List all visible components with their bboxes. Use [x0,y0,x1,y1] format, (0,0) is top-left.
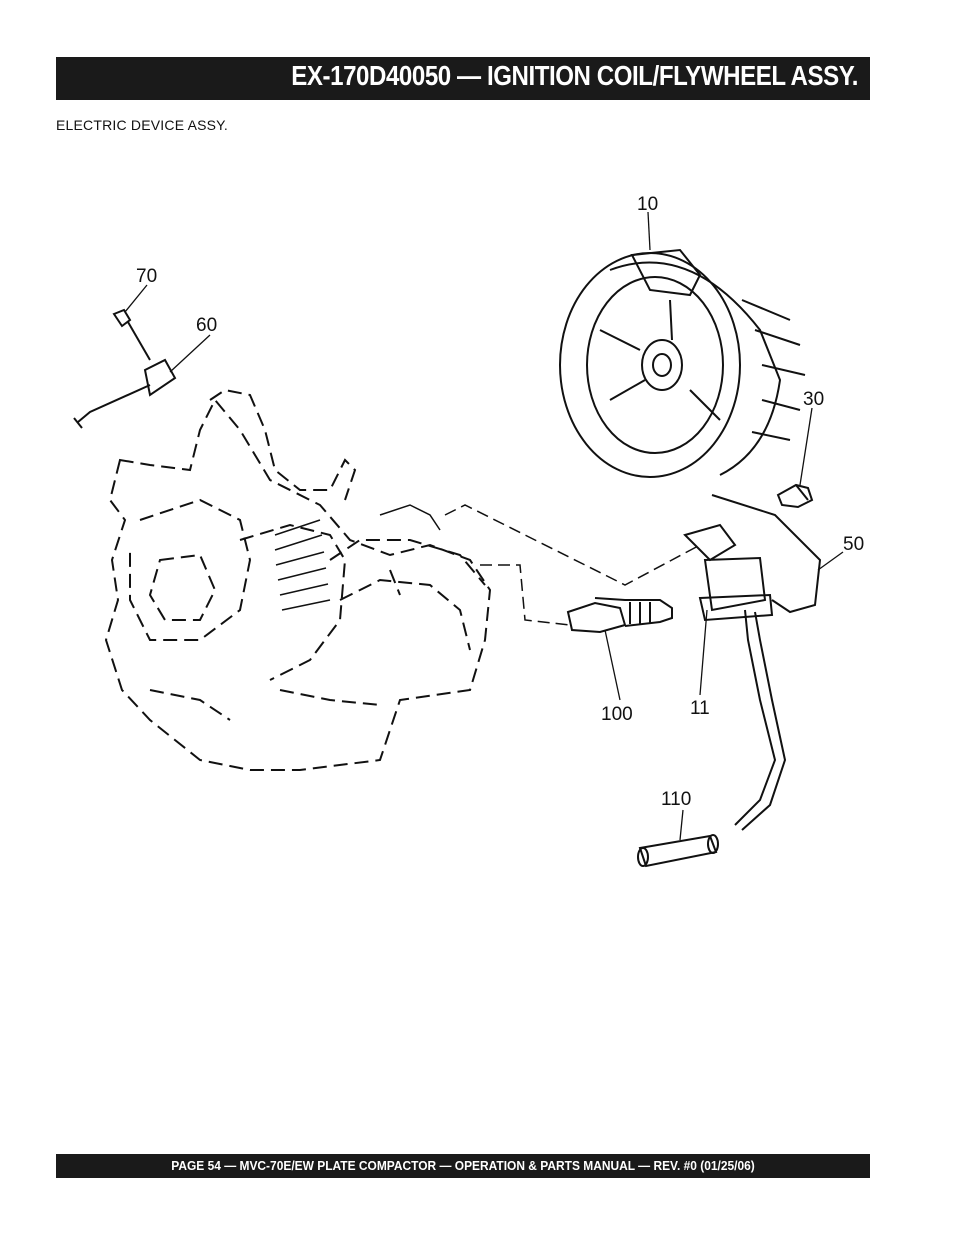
ignition-coil-illustration [683,494,822,831]
page-footer: PAGE 54 — MVC-70E/EW PLATE COMPACTOR — O… [171,1158,755,1173]
section-subtitle: ELECTRIC DEVICE ASSY. [56,117,229,133]
callout-70: 70 [136,266,157,287]
flywheel-illustration [559,248,806,478]
callout-50: 50 [843,534,864,555]
callout-60: 60 [196,315,217,336]
callout-leaders [124,211,844,841]
callout-110: 110 [661,789,691,810]
assembly-leader-line [444,504,701,586]
spark-plug-illustration [566,597,673,634]
engine-block-illustration [104,388,492,771]
parts-diagram: 10 70 60 30 50 100 11 110 [73,194,864,868]
bolt-illustration [776,483,814,509]
callout-11: 11 [690,698,710,719]
callout-30: 30 [803,389,824,410]
plug-cap-illustration [637,834,719,868]
callout-10: 10 [637,194,658,215]
page-title: EX-170D40050 — IGNITION COIL/FLYWHEEL AS… [291,60,858,91]
title-bar: EX-170D40050 — IGNITION COIL/FLYWHEEL AS… [56,57,870,100]
footer-bar: PAGE 54 — MVC-70E/EW PLATE COMPACTOR — O… [56,1154,870,1178]
ground-wire-illustration [73,308,177,429]
callout-100: 100 [601,704,633,725]
